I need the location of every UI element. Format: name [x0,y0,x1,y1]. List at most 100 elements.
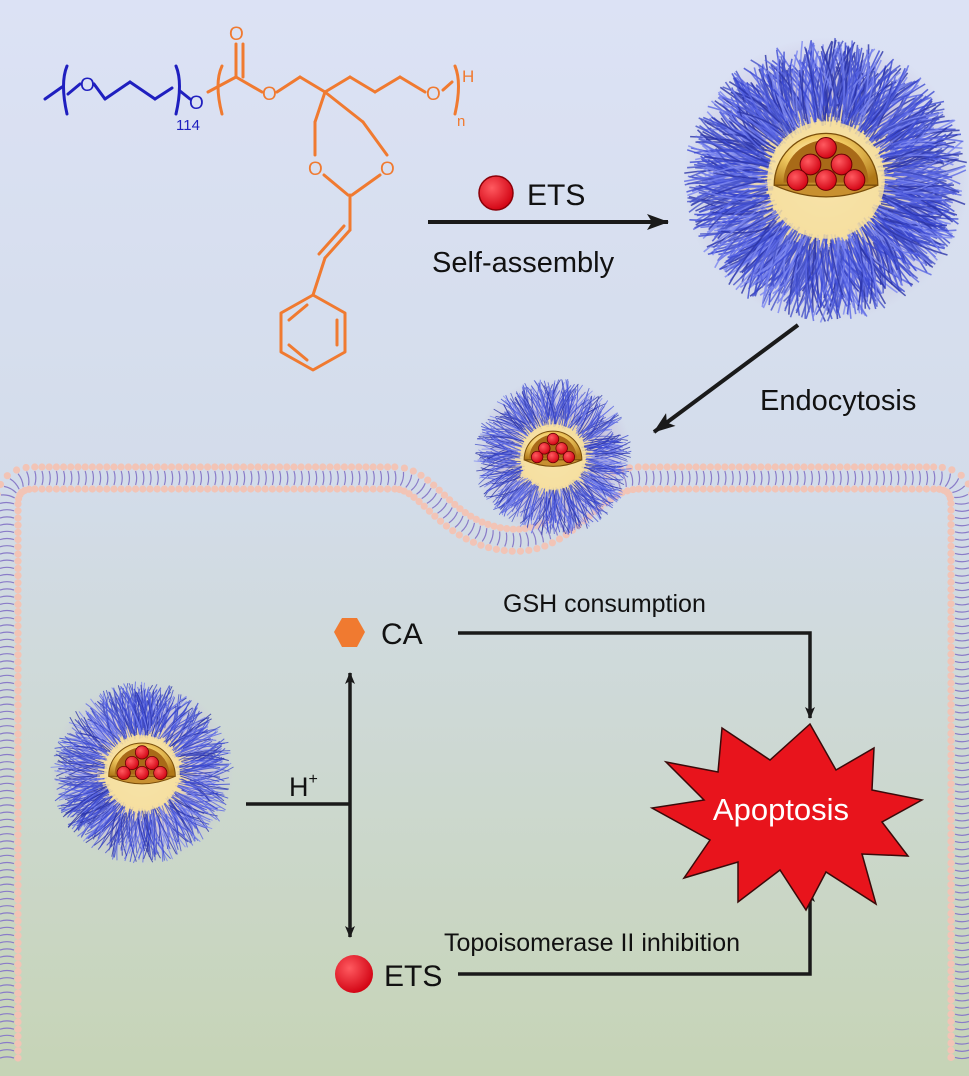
peg-strand [173,802,199,831]
peg-strand [785,250,810,304]
peg-strand [171,789,208,828]
peg-strand [537,387,548,418]
peg-strand [721,226,770,234]
peg-strand [562,487,566,533]
peg-strand [576,491,603,505]
peg-strand [882,160,945,172]
lipid-head-outer [922,463,931,471]
peg-strand [757,241,799,277]
lipid-head-outer [211,463,219,471]
ca-label: CA [381,618,423,651]
peg-strand [160,809,186,848]
peg-strand [761,63,795,128]
peg-strand [135,821,138,853]
peg-strand [547,392,549,418]
lipid-tail [954,862,969,865]
peg-strand [736,209,780,255]
peg-strand [805,48,820,119]
lipid-head-inner [947,931,955,939]
lipid-tail [954,776,969,779]
drug-sphere [546,432,560,446]
peg-strand [492,419,528,440]
lipid-head-inner [778,485,787,493]
lipid-tail [0,948,15,951]
peg-strand [810,43,834,107]
lipid-tail [0,595,15,598]
lipid-head-outer [131,463,140,471]
peg-strand [179,749,217,757]
lipid-head-inner [14,773,22,781]
lipid-head-inner [290,485,298,493]
peg-strand [519,394,543,426]
peg-strand [577,407,597,427]
lipid-head-inner [14,723,22,731]
peg-strand [492,480,518,503]
peg-strand [582,415,601,442]
lipid-head-inner [14,629,22,637]
drug-sphere [799,153,822,176]
peg-strand [863,246,877,297]
lipid-tail [0,559,15,562]
peg-strand [501,420,530,438]
lipid-tail [405,474,413,488]
peg-strand [705,194,756,204]
peg-strand [824,253,841,319]
lipid-tail [954,502,969,505]
lipid-tail [882,470,885,486]
lipid-tail [0,753,15,757]
lipid-head-inner [449,527,457,535]
lipid-head-inner [14,1004,22,1012]
lipid-head-outer [45,463,53,471]
peg-strand [758,68,801,125]
lipid-head-inner [649,485,657,493]
lipid-head-inner [14,903,22,911]
lipid-head-inner [947,873,955,882]
peg-strand [99,804,115,837]
lipid-tail [944,473,951,487]
lipid-head-inner [947,722,955,730]
lipid-head-inner [947,557,955,565]
lipid-tail [127,470,131,486]
lipid-head-inner [182,485,190,493]
lipid-tail [0,789,15,793]
peg-strand [588,434,620,450]
peg-strand [165,815,179,850]
lipid-head-outer [814,463,823,471]
peg-strand [494,416,516,440]
peg-strand [759,79,794,139]
peg-strand [521,392,540,424]
lipid-tail [0,876,15,879]
drug-sphere [144,755,160,771]
lipid-head-inner [947,1032,955,1040]
lipid-head-inner [425,507,434,515]
peg-strand [841,40,853,121]
lipid-tail [954,624,969,628]
lipid-head-inner [333,485,341,493]
peg-strand [557,493,582,529]
peg-strand [155,689,162,738]
lipid-head-outer [31,463,39,471]
peg-strand [81,794,110,814]
lipid-head-inner [376,485,384,493]
peg-strand [524,491,539,526]
lipid-tail [0,674,15,677]
lipid-tail [142,470,145,486]
peg-strand [115,700,137,731]
lipid-tail [767,470,770,486]
lipid-tail [394,470,397,486]
peg-strand [63,782,103,798]
lipid-tail [178,470,181,486]
peg-strand [505,484,535,506]
lipid-tail [0,955,15,958]
peg-strand [569,492,593,509]
peg-strand [816,245,838,315]
lipid-head-inner [947,693,955,702]
lipid-head-outer [326,463,334,471]
peg-strand [764,237,785,297]
peg-strand [700,216,776,235]
lipid-tail [0,660,15,663]
peg-strand [882,116,927,133]
lipid-tail [889,470,893,486]
lipid-head-inner [525,546,533,554]
lipid-tail [149,470,152,486]
